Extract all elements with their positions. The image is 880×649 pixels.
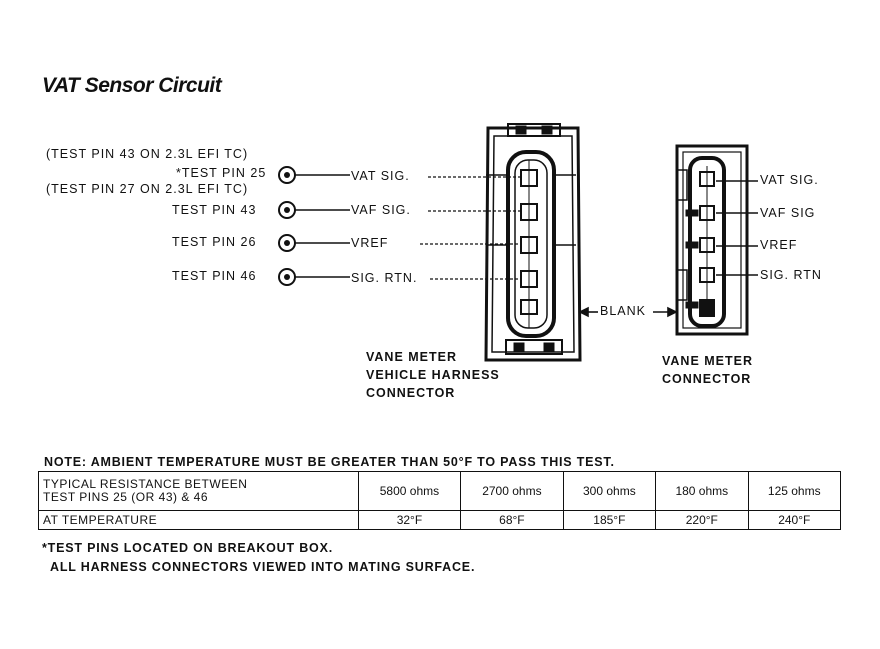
resistance-table: TYPICAL RESISTANCE BETWEEN TEST PINS 25 … <box>38 471 842 530</box>
test-pin-wires <box>295 174 350 278</box>
test-pin-25-circle <box>278 166 296 184</box>
harness-caption-2: VEHICLE HARNESS <box>366 368 500 382</box>
test-pin-46-circle <box>278 268 296 286</box>
blank-label: BLANK <box>600 304 646 318</box>
harness-signal-vref: VREF <box>351 236 389 250</box>
harness-leaders <box>420 176 520 280</box>
resistance-header-line-2: TEST PINS 25 (OR 43) & 46 <box>43 490 209 504</box>
resistance-cell: 5800 ohms <box>357 471 462 511</box>
resistance-cell: 180 ohms <box>655 471 749 511</box>
meter-leaders <box>716 180 758 276</box>
harness-connector <box>484 123 582 362</box>
harness-caption-3: CONNECTOR <box>366 386 456 400</box>
temperature-cell: 240°F <box>747 510 842 530</box>
harness-caption-1: VANE METER <box>366 350 458 364</box>
temperature-cell: 185°F <box>562 510 657 530</box>
temperature-cell: 32°F <box>357 510 462 530</box>
temperature-cell: 68°F <box>460 510 564 530</box>
test-pin-27-note: (TEST PIN 27 ON 2.3L EFI TC) <box>46 182 249 196</box>
meter-signal-vat: VAT SIG. <box>760 173 819 187</box>
test-pin-43-label: TEST PIN 43 <box>172 203 257 217</box>
test-pin-43-circle <box>278 201 296 219</box>
meter-signal-rtn: SIG. RTN <box>760 268 822 282</box>
test-pin-26-label: TEST PIN 26 <box>172 235 257 249</box>
meter-connector <box>675 144 749 336</box>
footnote-mating-surface: ALL HARNESS CONNECTORS VIEWED INTO MATIN… <box>50 560 476 574</box>
meter-signal-vaf: VAF SIG <box>760 206 816 220</box>
harness-signal-vaf: VAF SIG. <box>351 203 411 217</box>
table-row: AT TEMPERATURE 32°F 68°F 185°F 220°F 240… <box>38 510 842 530</box>
diagram-title: VAT Sensor Circuit <box>42 74 222 97</box>
meter-caption-2: CONNECTOR <box>662 372 752 386</box>
resistance-header-cell: TYPICAL RESISTANCE BETWEEN TEST PINS 25 … <box>38 471 359 511</box>
temperature-cell: 220°F <box>655 510 749 530</box>
table-row: TYPICAL RESISTANCE BETWEEN TEST PINS 25 … <box>38 471 842 511</box>
test-pin-26-circle <box>278 234 296 252</box>
resistance-cell: 125 ohms <box>747 471 842 511</box>
test-pin-46-label: TEST PIN 46 <box>172 269 257 283</box>
resistance-header-line-1: TYPICAL RESISTANCE BETWEEN <box>43 477 248 491</box>
resistance-cell: 300 ohms <box>562 471 657 511</box>
meter-caption-1: VANE METER <box>662 354 754 368</box>
harness-signal-rtn: SIG. RTN. <box>351 271 418 285</box>
footnote-breakout-box: *TEST PINS LOCATED ON BREAKOUT BOX. <box>42 541 333 555</box>
temperature-header-cell: AT TEMPERATURE <box>38 510 359 530</box>
resistance-cell: 2700 ohms <box>460 471 564 511</box>
test-pin-25-label: *TEST PIN 25 <box>176 166 267 180</box>
test-pin-43-note: (TEST PIN 43 ON 2.3L EFI TC) <box>46 147 249 161</box>
blank-arrows <box>578 306 678 318</box>
harness-signal-vat: VAT SIG. <box>351 169 410 183</box>
meter-signal-vref: VREF <box>760 238 798 252</box>
temperature-note: NOTE: AMBIENT TEMPERATURE MUST BE GREATE… <box>44 455 615 469</box>
